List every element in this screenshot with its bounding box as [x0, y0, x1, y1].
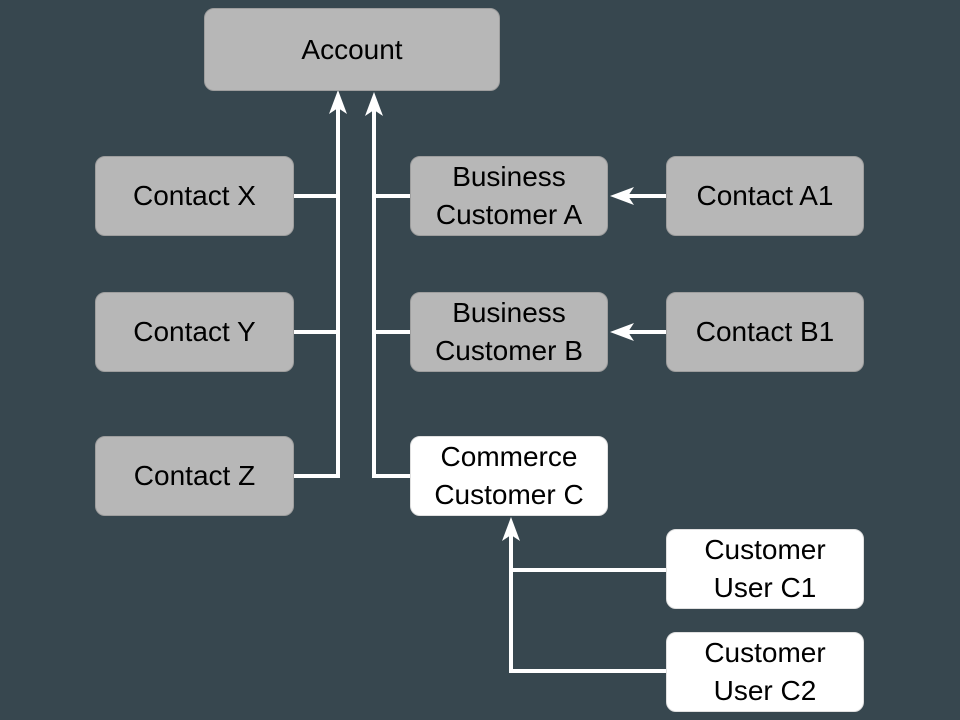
- node-label: Account: [301, 33, 403, 65]
- node-business-customer-a[interactable]: Business Customer A: [410, 156, 608, 236]
- node-label: Contact Z: [133, 460, 256, 491]
- edge-customer-user-c2-to-commerce-customer-c: [509, 524, 666, 673]
- node-label-line1: Customer: [704, 637, 826, 668]
- node-label: Contact X: [133, 180, 256, 211]
- node-label: Contact B1: [695, 316, 835, 347]
- arrowhead-icon: [329, 90, 347, 114]
- node-label-line1: Commerce: [440, 441, 578, 472]
- arrowhead-icon: [365, 92, 383, 116]
- arrowhead-icon: [610, 187, 634, 205]
- node-label-line1: Customer: [704, 534, 826, 565]
- node-customer-user-c2[interactable]: Customer User C2: [666, 632, 864, 712]
- node-label-line1: Business: [452, 161, 566, 192]
- node-label-line2: Customer C: [434, 479, 584, 510]
- arrowhead-icon: [610, 323, 634, 341]
- node-customer-user-c1[interactable]: Customer User C1: [666, 529, 864, 609]
- node-contact-b1[interactable]: Contact B1: [666, 292, 864, 372]
- node-contact-z[interactable]: Contact Z: [95, 436, 294, 516]
- node-label: Contact A1: [696, 180, 834, 211]
- node-label: Contact Y: [133, 316, 256, 347]
- node-contact-a1[interactable]: Contact A1: [666, 156, 864, 236]
- node-commerce-customer-c[interactable]: Commerce Customer C: [410, 436, 608, 516]
- node-label-line2: Customer A: [435, 199, 583, 230]
- node-label-line1: Business: [452, 297, 566, 328]
- node-account[interactable]: Account: [204, 8, 500, 91]
- node-label-line2: User C2: [713, 675, 817, 706]
- arrowhead-icon: [502, 517, 520, 541]
- node-contact-y[interactable]: Contact Y: [95, 292, 294, 372]
- edge-commerce-customer-c-to-account: [372, 100, 410, 478]
- node-label-line2: User C1: [713, 572, 817, 603]
- node-contact-x[interactable]: Contact X: [95, 156, 294, 236]
- edge-contact-z-to-account: [294, 100, 340, 478]
- node-label-line2: Customer B: [435, 335, 583, 366]
- node-business-customer-b[interactable]: Business Customer B: [410, 292, 608, 372]
